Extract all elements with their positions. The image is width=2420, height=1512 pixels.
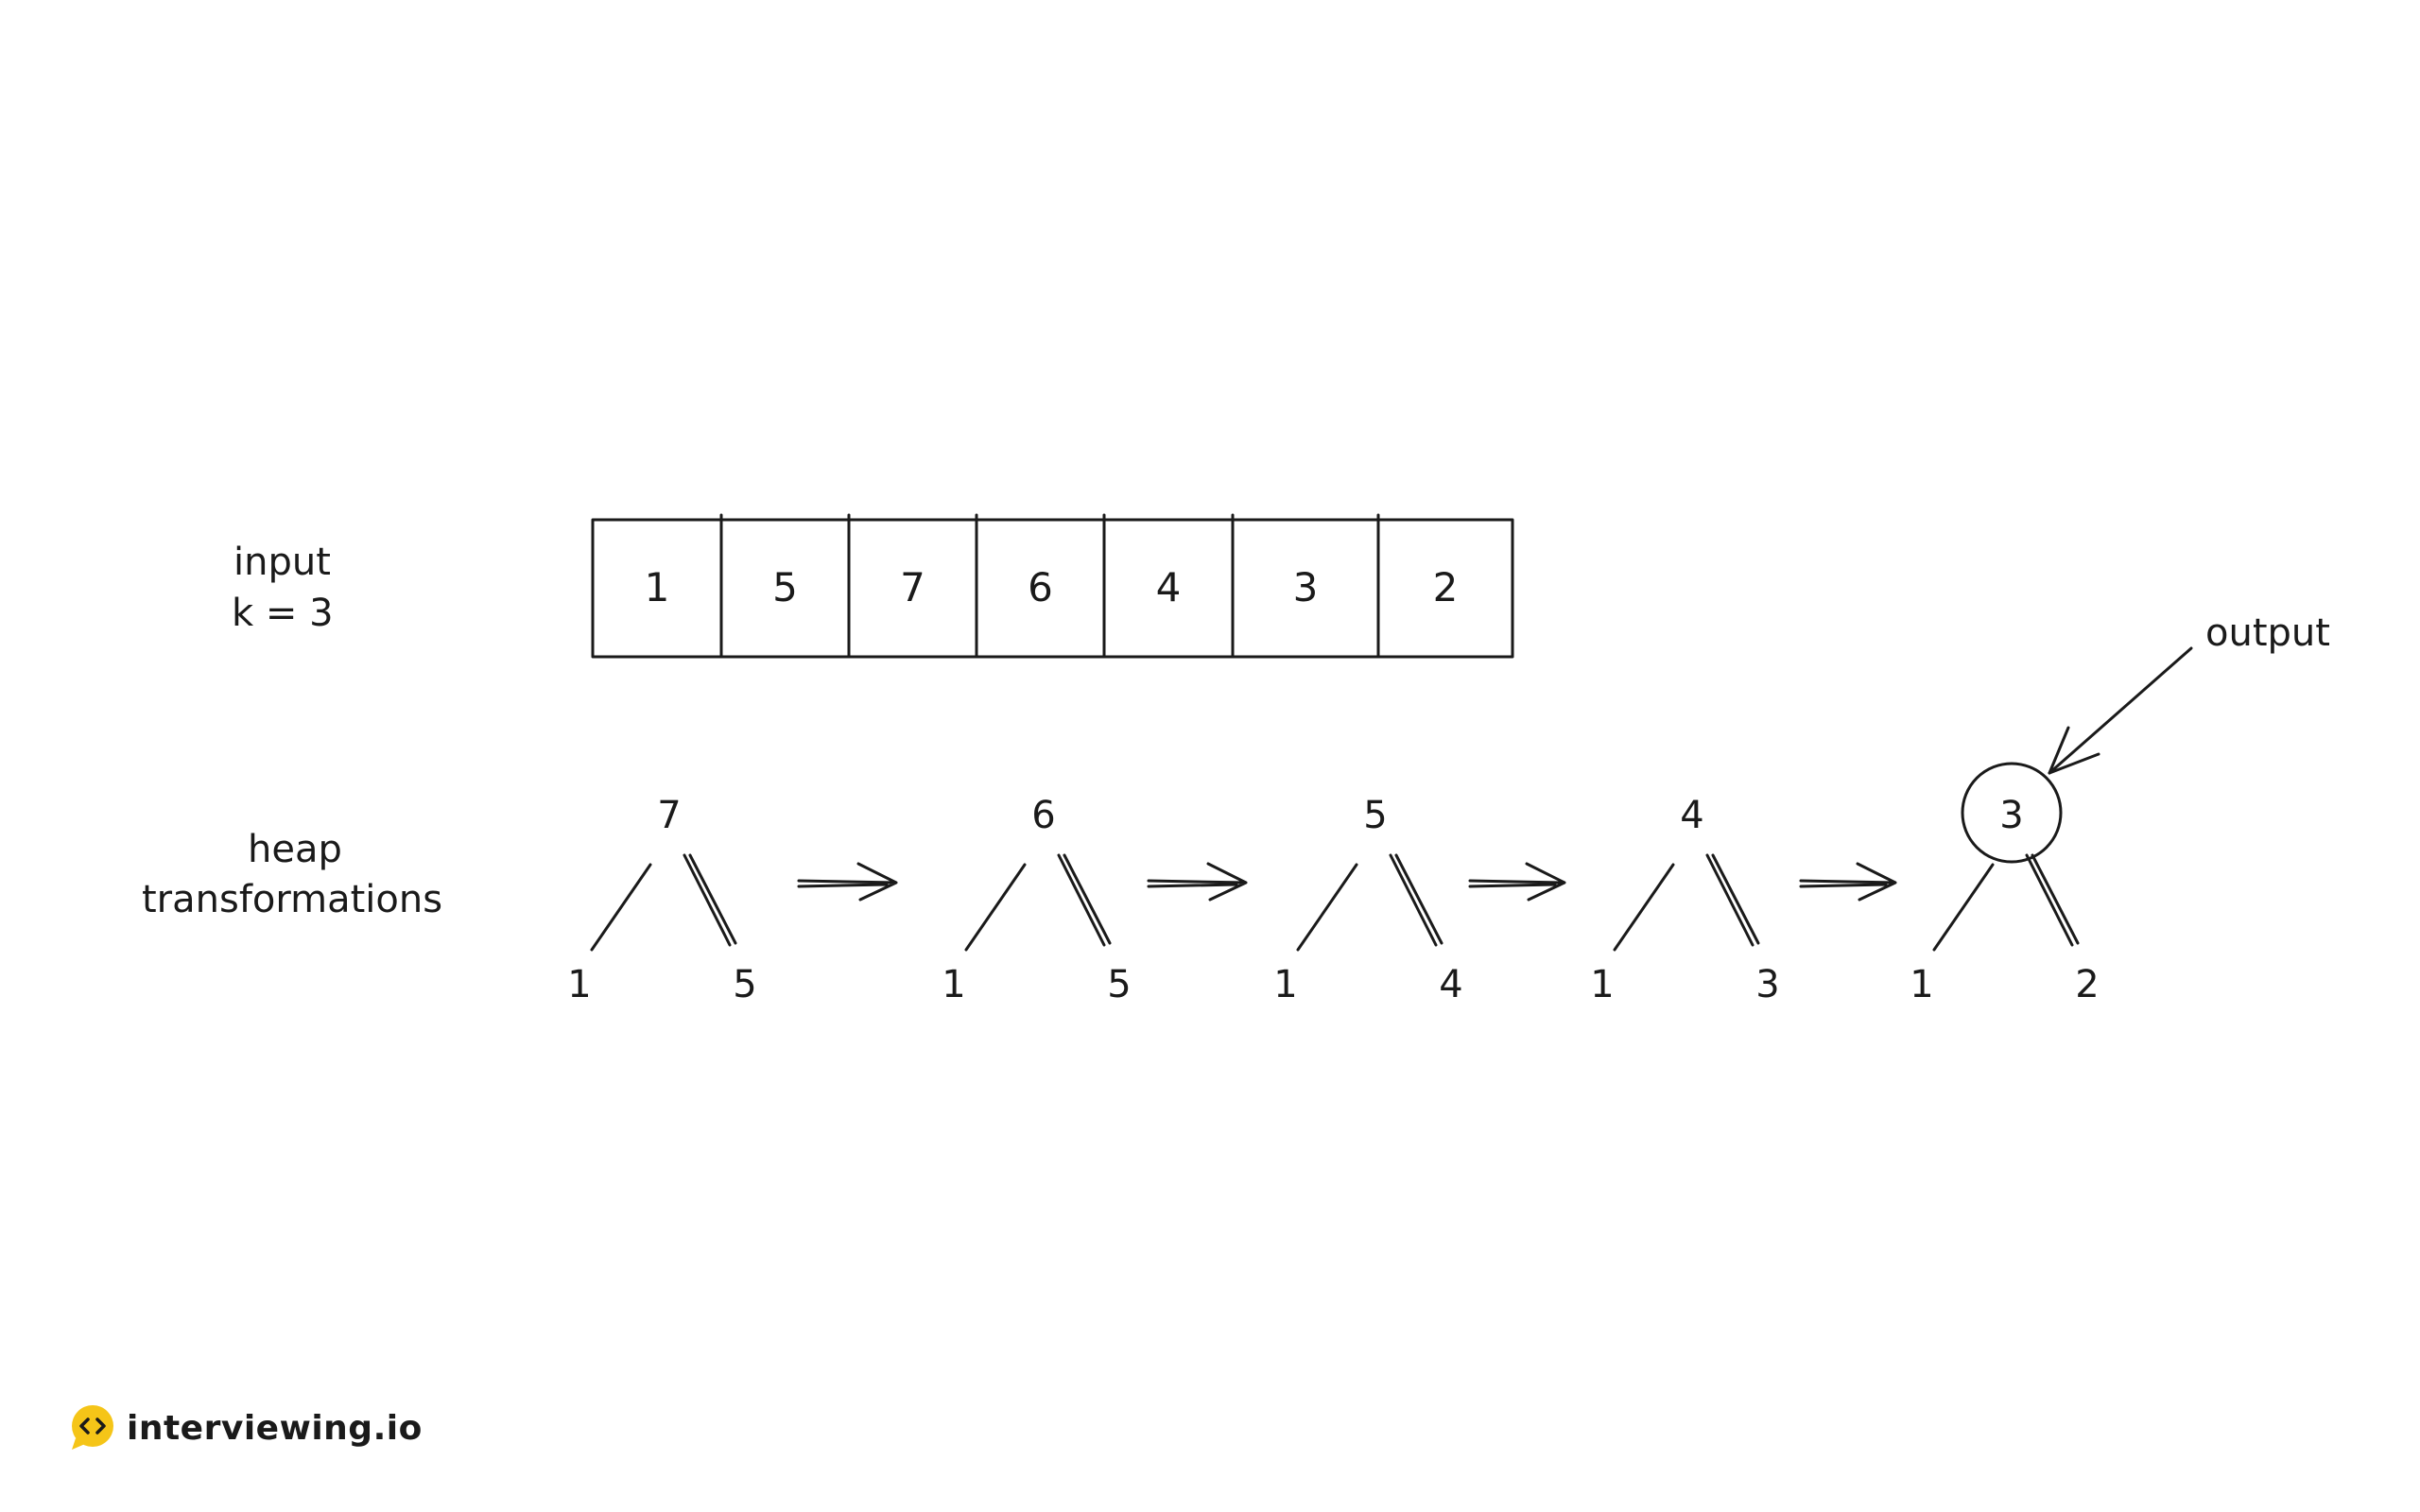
heap-right-value: 5 [1107,963,1131,1006]
heap-right-value: 4 [1439,963,1462,1006]
heap-tree: 3 1 2 [1910,762,2100,1006]
heap-left-value: 1 [567,963,591,1006]
heap-left-value: 1 [1910,963,1933,1006]
transition-arrow [1468,862,1566,902]
heap-tree: 6 1 5 [942,794,1131,1006]
heap-label: heap [248,828,342,871]
heap-left-value: 1 [942,963,965,1006]
array-cell-value: 4 [1156,564,1182,610]
heap-root-value: 6 [1031,794,1055,837]
k-label: k = 3 [232,592,334,635]
heap-edge-left [1932,863,1995,952]
output-circle [1961,762,2063,864]
array-outline [591,518,1514,659]
heap-edge-right [1389,853,1443,947]
array-cell-value: 5 [772,564,798,610]
heap-right-value: 2 [2075,963,2099,1006]
brand-logo: interviewing.io [68,1401,423,1454]
array-cell-value: 6 [1028,564,1053,610]
array-cell-value: 3 [1293,564,1319,610]
heap-right-value: 5 [733,963,756,1006]
heap-tree: 7 1 5 [567,794,756,1006]
heap-left-value: 1 [1590,963,1614,1006]
heap-right-value: 3 [1755,963,1779,1006]
brand-name: interviewing.io [127,1408,423,1448]
heap-edge-right [1705,853,1760,947]
input-label: input [233,541,331,584]
transition-arrow [797,862,898,902]
heap-edge-right [1057,853,1112,947]
code-brackets-icon [68,1404,115,1452]
output-arrow [2048,646,2193,775]
heap-edge-left [1613,863,1675,952]
heap-left-value: 1 [1273,963,1297,1006]
heap-edge-left [964,863,1027,952]
array-cell-value: 1 [645,564,670,610]
heap-tree: 5 1 4 [1273,794,1462,1006]
heap-edge-left [1296,863,1358,952]
array-cell-value: 7 [900,564,925,610]
transition-arrows [797,862,1897,902]
heap-sequence: 7 1 5 6 1 5 5 1 4 4 1 3 3 1 2 [567,762,2100,1006]
heap-root-value: 7 [657,794,681,837]
input-array: 1 5 7 6 4 3 2 [591,513,1514,659]
array-cell-value: 2 [1433,564,1459,610]
heap-root-value: 3 [1999,794,2023,837]
heap-root-value: 5 [1363,794,1387,837]
output-label: output [2205,611,2330,655]
transformations-label: transformations [142,878,442,921]
heap-root-value: 4 [1680,794,1703,837]
heap-edge-right [683,853,737,947]
heap-tree: 4 1 3 [1590,794,1779,1006]
transition-arrow [1147,862,1248,902]
heap-edge-right [2025,853,2080,947]
heap-edge-left [590,863,652,952]
transition-arrow [1799,862,1897,902]
